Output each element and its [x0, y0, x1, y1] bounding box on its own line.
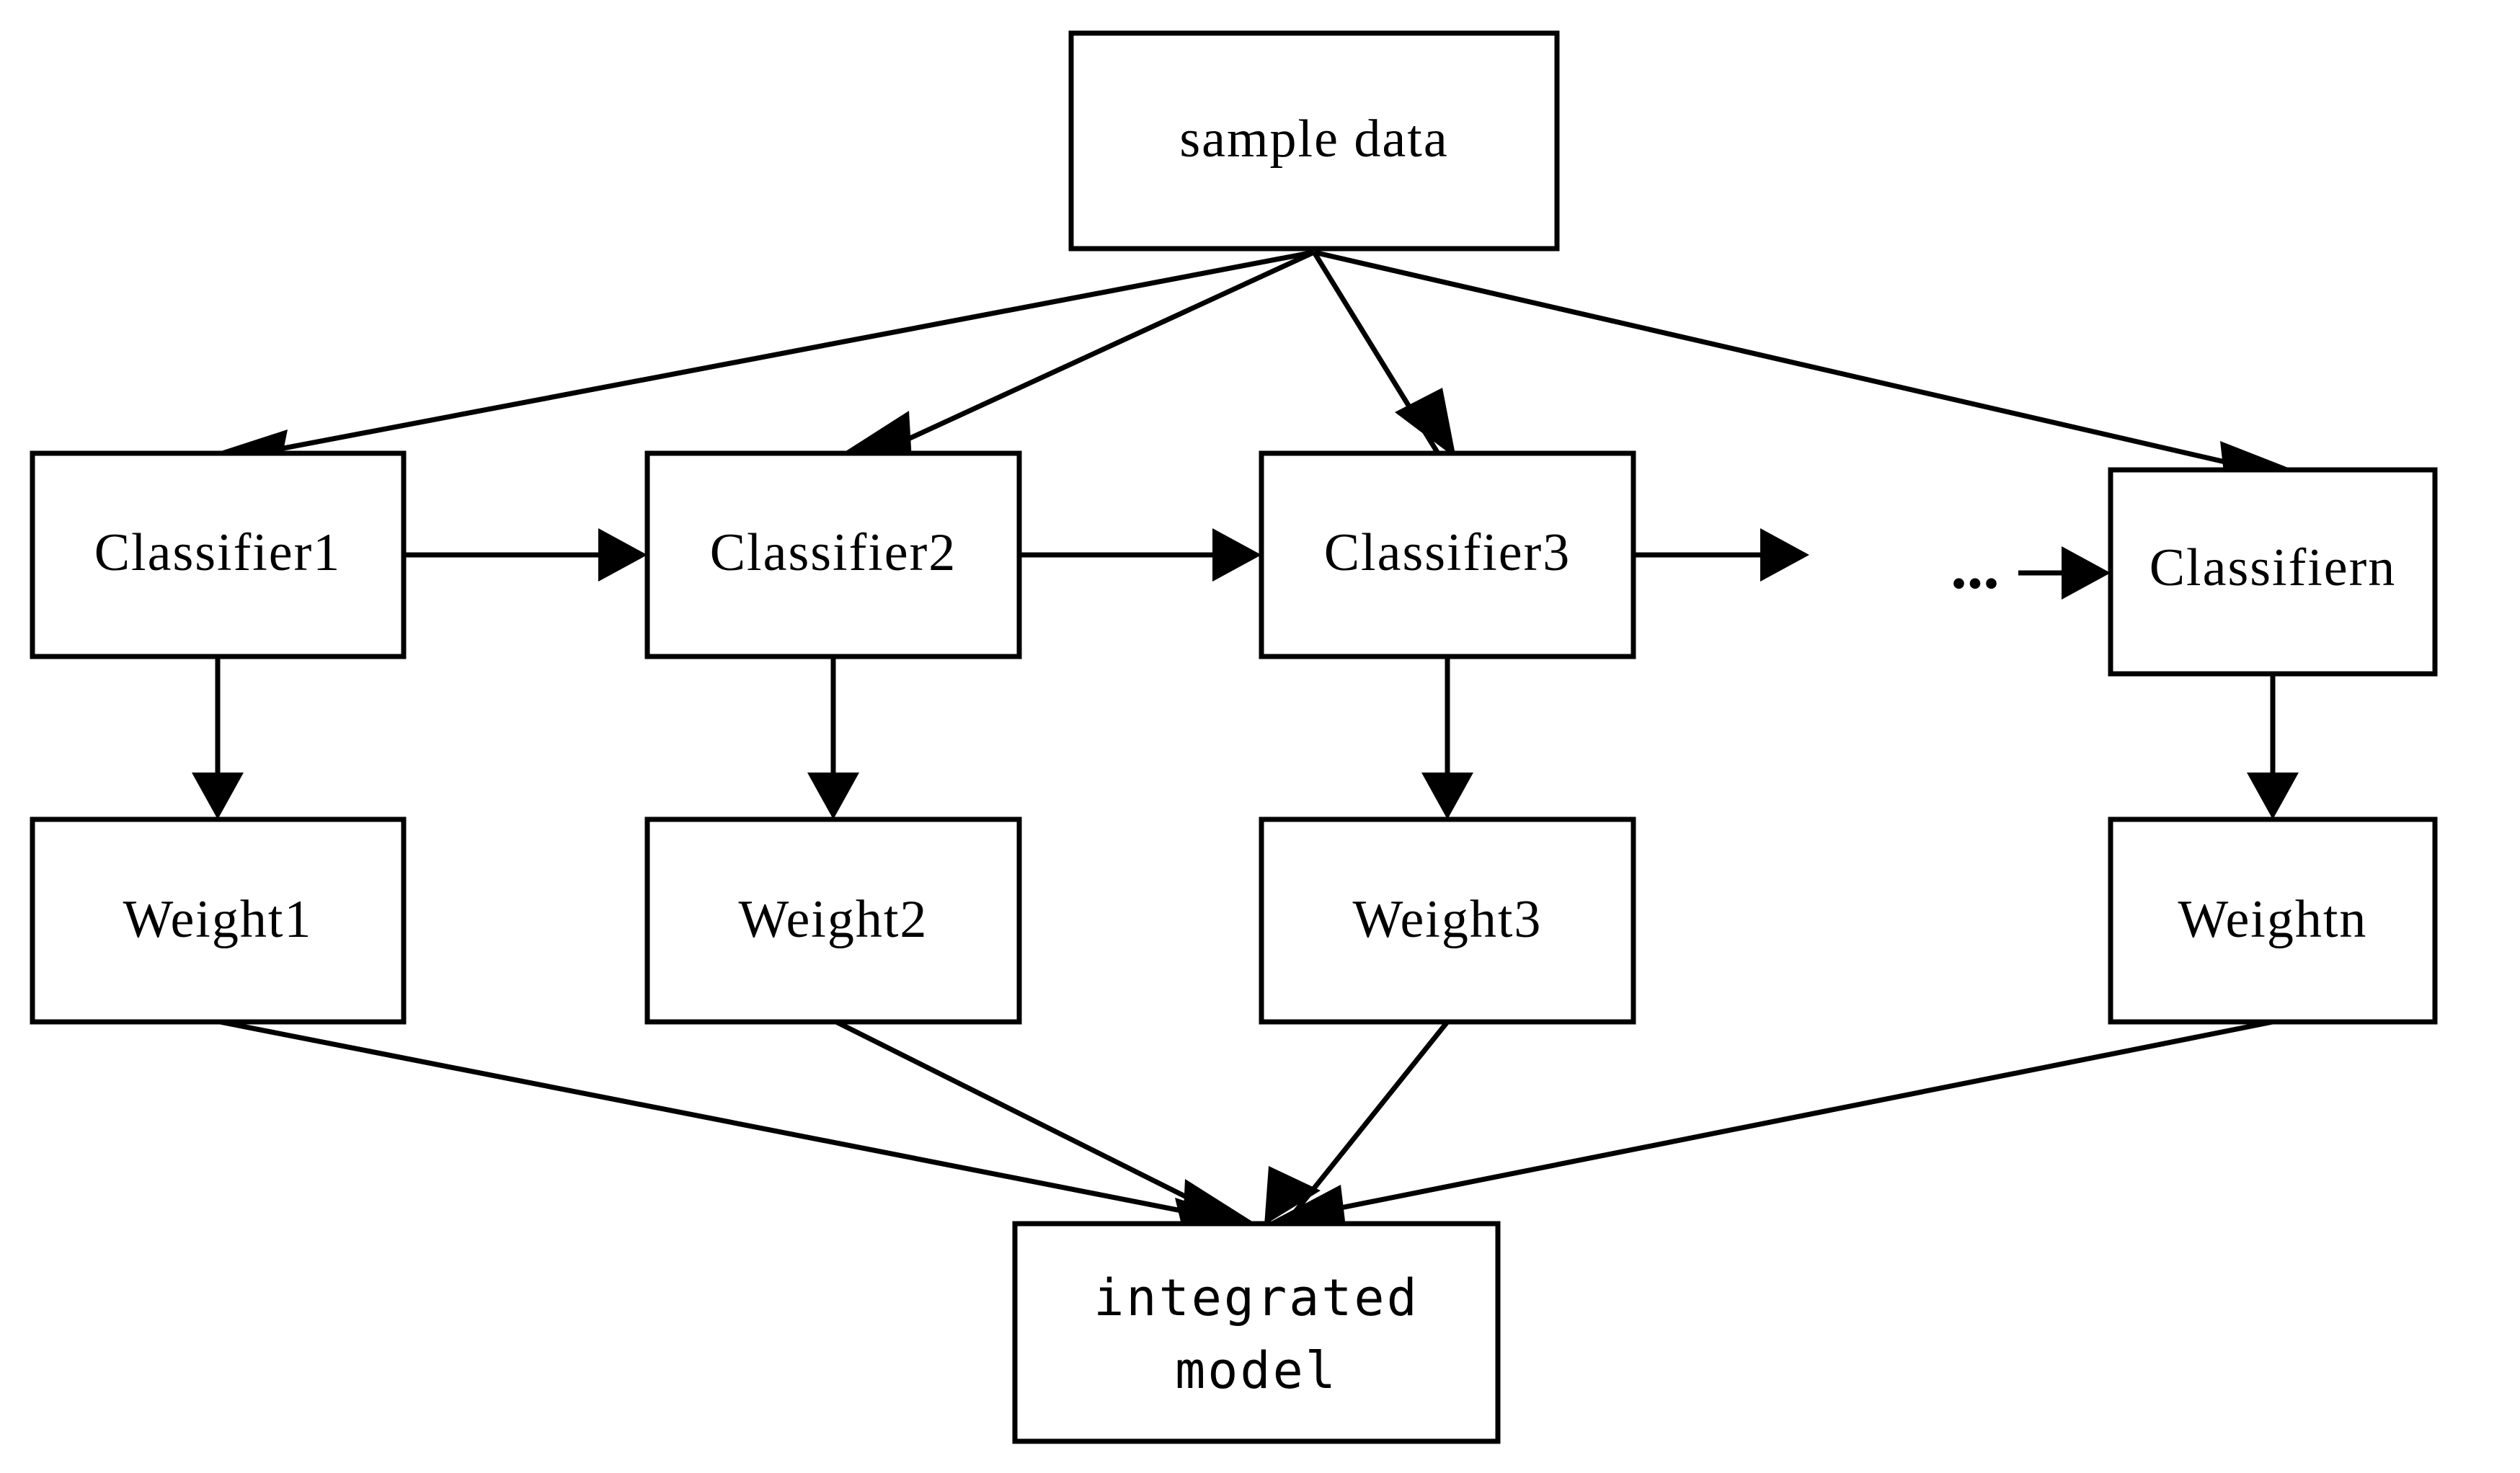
integrated-model-box[interactable] — [1012, 1221, 1501, 1444]
node-classifier1[interactable]: Classifier1 — [30, 450, 407, 659]
arrowhead-weight3 — [1421, 773, 1473, 819]
node-weight3[interactable]: Weight3 — [1259, 816, 1636, 1025]
weightn-label: Weightn — [2178, 890, 2368, 949]
edge-weight2-to-integrated-model — [835, 1019, 1230, 1221]
classifier2-label: Classifier2 — [710, 523, 957, 582]
arrowhead-weight2 — [807, 773, 859, 819]
classifiern-label: Classifiern — [2149, 538, 2397, 597]
arrowhead-weight1 — [192, 773, 244, 819]
ellipsis-label: ... — [1951, 531, 2000, 602]
integrated-model-label-line2: model — [1175, 1341, 1338, 1400]
classifiern-box[interactable] — [2108, 467, 2438, 677]
edge-weight3-to-integrated-model — [1288, 1020, 1450, 1220]
node-weight2[interactable]: Weight2 — [644, 816, 1022, 1025]
node-weightn[interactable]: Weightn — [2108, 816, 2438, 1025]
node-classifiern[interactable]: Classifiern — [2108, 467, 2438, 677]
node-sample-data[interactable]: sample data — [1068, 30, 1560, 252]
node-classifier3[interactable]: Classifier3 — [1259, 450, 1636, 659]
edge-group-classifier-chain: ... — [404, 528, 2111, 602]
arrowhead-ellipsis-classifiern — [2062, 546, 2111, 600]
sample-data-label: sample data — [1179, 110, 1448, 169]
node-weight1[interactable]: Weight1 — [30, 816, 407, 1025]
arrowhead-chain-1-2 — [598, 528, 647, 582]
node-integrated-model[interactable]: integrated model — [1012, 1221, 1501, 1444]
arrowhead-chain-3-next — [1760, 528, 1809, 582]
classifier3-box[interactable] — [1259, 450, 1636, 659]
edge-weight1-to-integrated-model — [219, 1019, 1226, 1222]
edge-sample-data-to-classifier1 — [237, 249, 1315, 460]
weight3-label: Weight3 — [1353, 890, 1543, 949]
weight2-box[interactable] — [644, 816, 1022, 1025]
arrowhead-chain-2-3 — [1212, 528, 1261, 582]
edge-sample-data-to-classifiern — [1313, 249, 2273, 476]
edge-group-classifier-to-weight — [192, 657, 2299, 819]
arrowhead-model-from-weight3 — [1264, 1166, 1321, 1225]
node-classifier2[interactable]: Classifier2 — [644, 450, 1022, 659]
arrowhead-weightn — [2247, 773, 2299, 819]
integrated-model-label-line1: integrated — [1093, 1268, 1419, 1327]
classifier1-box[interactable] — [30, 450, 407, 659]
classifier3-label: Classifier3 — [1324, 523, 1571, 582]
weightn-box[interactable] — [2108, 816, 2438, 1025]
weight1-label: Weight1 — [123, 890, 313, 949]
weight3-box[interactable] — [1259, 816, 1636, 1025]
weight1-box[interactable] — [30, 816, 407, 1025]
sample-data-box[interactable] — [1068, 30, 1560, 252]
arrowhead-classifier3 — [1395, 388, 1456, 458]
classifier1-label: Classifier1 — [94, 523, 342, 582]
edge-sample-data-to-classifier2 — [868, 249, 1316, 460]
classifier2-box[interactable] — [644, 450, 1022, 659]
edge-weightn-to-integrated-model — [1297, 1019, 2273, 1219]
weight2-label: Weight2 — [739, 890, 928, 949]
edge-group-sample-data-fanout — [208, 249, 2307, 504]
